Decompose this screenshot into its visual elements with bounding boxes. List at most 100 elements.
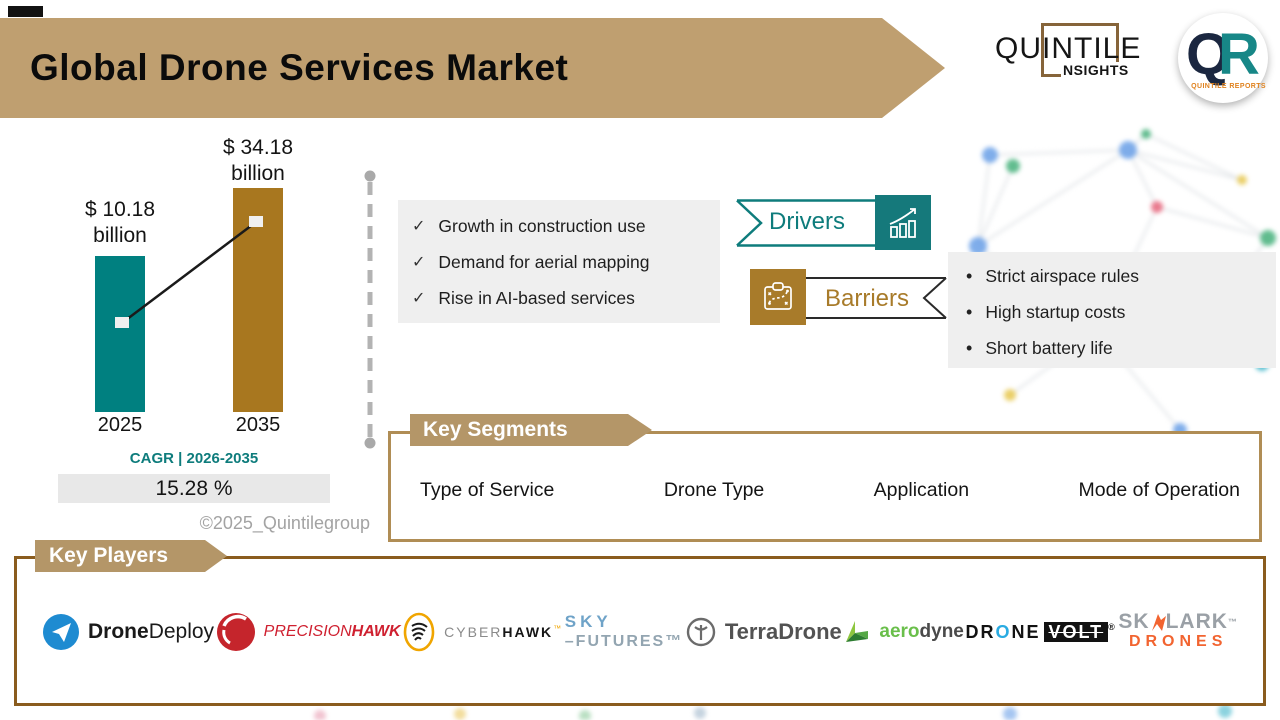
barriers-icon-box	[750, 269, 806, 325]
terradrone-icon	[686, 617, 716, 647]
cagr-value-box: 15.28 %	[58, 474, 330, 503]
wordmark-part: Drone	[88, 620, 149, 643]
corner-mark	[8, 6, 43, 17]
aerodyne-wordmark: aerodyne	[879, 621, 964, 643]
aerodyne-icon	[846, 621, 869, 642]
key-segments-banner: Key Segments	[410, 414, 652, 446]
cagr-value: 15.28 %	[155, 476, 233, 500]
growth-chart-icon	[889, 207, 916, 238]
wordmark-part: NE	[1011, 621, 1041, 642]
barrier-text: Short battery life	[985, 337, 1113, 358]
bullet-icon: •	[966, 265, 973, 286]
value-2025: $ 10.18	[84, 198, 156, 221]
quintile-wordmark: QUINTILE	[995, 32, 1142, 65]
driver-text: Growth in construction use	[438, 215, 646, 236]
key-segments-title: Key Segments	[423, 418, 568, 441]
wordmark-part: DR	[965, 621, 996, 642]
segments-row: Type of Service Drone Type Application M…	[420, 470, 1240, 510]
barrier-text: High startup costs	[985, 301, 1126, 322]
quintile-reports-logo: Q R QUINTILE REPORTS	[1178, 13, 1268, 103]
dashed-divider	[364, 170, 376, 449]
key-players-banner: Key Players	[35, 540, 227, 572]
wordmark-part: HAWK	[351, 623, 401, 640]
logo-precisionhawk: PRECISIONHAWK	[216, 612, 401, 652]
cyberhawk-icon	[403, 612, 435, 652]
cagr-title: CAGR | 2026-2035	[129, 450, 259, 467]
wordmark-part: SK	[1118, 610, 1150, 633]
logo-terradrone: TerraDrone	[685, 616, 842, 648]
skylark-bird-icon	[1151, 614, 1166, 631]
bullet-icon: •	[966, 337, 973, 358]
page-title: Global Drone Services Market	[30, 47, 569, 88]
cyberhawk-wordmark: CYBERHAWK™	[444, 624, 563, 640]
dronedeploy-icon	[43, 614, 79, 650]
precisionhawk-icon	[216, 613, 255, 651]
strategy-clipboard-icon	[764, 282, 792, 310]
driver-item: ✓ Rise in AI-based services	[412, 280, 720, 316]
key-segments-box	[388, 431, 1262, 542]
precisionhawk-wordmark: PRECISIONHAWK	[264, 623, 401, 641]
wordmark-part: LARK	[1165, 610, 1228, 633]
driver-item: ✓ Demand for aerial mapping	[412, 244, 720, 280]
driver-text: Demand for aerial mapping	[438, 251, 650, 272]
qr-letter-q: Q	[1186, 22, 1232, 87]
trademark-mark: ™	[1227, 617, 1238, 627]
drivers-ribbon	[736, 199, 879, 247]
wordmark-part: Deploy	[148, 620, 215, 643]
value-label-2025: $ 10.18 billion	[55, 197, 185, 249]
header-banner: Global Drone Services Market	[0, 18, 945, 118]
segment-item: Drone Type	[663, 478, 765, 501]
axis-label-2025: 2025	[97, 414, 143, 436]
segment-item: Application	[873, 478, 970, 501]
segment-item: Type of Service	[420, 478, 555, 501]
logo-sky-futures: SKY –FUTURES™	[565, 612, 683, 652]
wordmark-part: PRECISION	[263, 623, 352, 640]
check-icon: ✓	[412, 254, 426, 271]
wordmark-part: dyne	[919, 621, 964, 642]
wordmark-part: DRONES	[1128, 633, 1228, 650]
qr-letter-r: R	[1218, 22, 1260, 87]
barrier-item: • Strict airspace rules	[966, 258, 1276, 294]
segment-item: Mode of Operation	[1078, 478, 1240, 501]
logo-dronedeploy: DroneDeploy	[42, 613, 214, 651]
quintile-insights-logo: QUINTILE NSIGHTS	[995, 23, 1170, 92]
value-2035: $ 34.18	[222, 136, 294, 159]
barrier-text: Strict airspace rules	[985, 265, 1139, 286]
qr-caption: QUINTILE REPORTS	[1191, 83, 1266, 90]
trademark-mark: ™	[553, 624, 564, 633]
dronedeploy-wordmark: DroneDeploy	[88, 620, 214, 644]
drivers-list: ✓ Growth in construction use ✓ Demand fo…	[398, 200, 720, 323]
bar-2025	[95, 256, 145, 412]
barrier-item: • Short battery life	[966, 330, 1276, 366]
key-players-title: Key Players	[49, 544, 169, 567]
copyright-text: ©2025_Quintilegroup	[199, 513, 370, 533]
unit-2035: billion	[231, 162, 285, 185]
value-label-2035: $ 34.18 billion	[193, 135, 323, 187]
logo-aerodyne: aerodyne	[843, 618, 964, 646]
skylark-wordmark: SK LARK ™	[1118, 610, 1238, 633]
driver-item: ✓ Growth in construction use	[412, 208, 720, 244]
unit-2025: billion	[93, 224, 147, 247]
wordmark-part: HAWK	[502, 624, 554, 640]
qr-circle	[1178, 13, 1268, 103]
wordmark-part: CYBER	[444, 624, 503, 640]
terradrone-wordmark: TerraDrone	[724, 619, 842, 644]
wordmark-part: aero	[879, 621, 920, 642]
barriers-list: • Strict airspace rules • High startup c…	[948, 252, 1276, 368]
drivers-icon-box	[875, 195, 931, 250]
check-icon: ✓	[412, 218, 426, 235]
players-row: DroneDeploy PRECISIONHAWK CYBERHAWK™ SKY…	[42, 592, 1238, 672]
bullet-icon: •	[966, 301, 973, 322]
logo-cyberhawk: CYBERHAWK™	[402, 612, 563, 652]
trendline	[115, 216, 263, 328]
volt-badge: VOLT	[1043, 621, 1109, 642]
wordmark-part: O	[995, 621, 1012, 642]
barriers-title: Barriers	[824, 285, 909, 312]
barriers-ribbon	[806, 277, 947, 319]
drivers-title: Drivers	[769, 208, 845, 235]
check-icon: ✓	[412, 290, 426, 307]
registered-mark: ®	[1108, 621, 1117, 632]
